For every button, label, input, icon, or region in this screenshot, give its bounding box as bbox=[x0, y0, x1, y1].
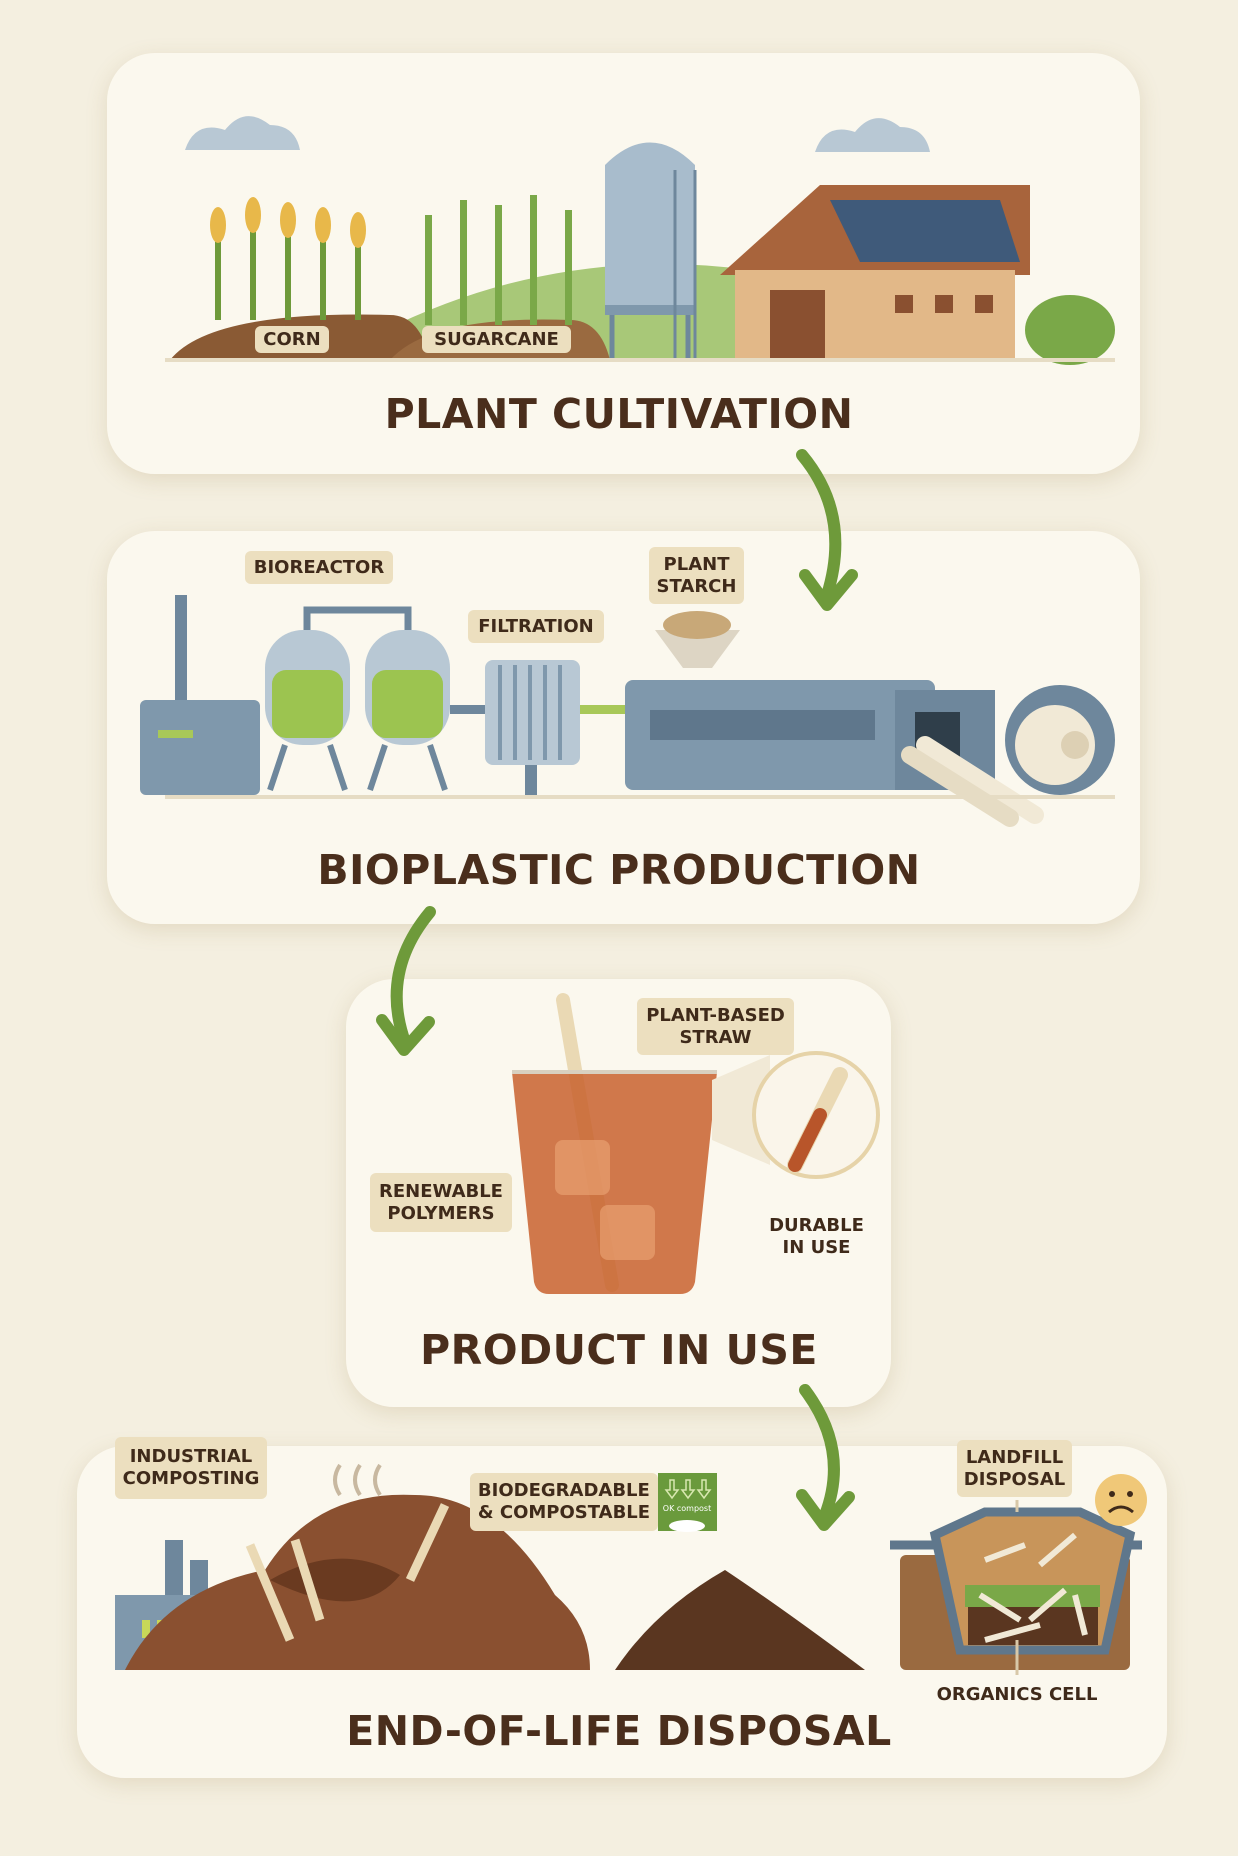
stage-title: BIOPLASTIC PRODUCTION bbox=[317, 846, 921, 894]
label-plant-starch: PLANT STARCH bbox=[649, 547, 744, 604]
label-sugarcane: SUGARCANE bbox=[422, 326, 571, 353]
sugarcane-plants-icon bbox=[425, 195, 572, 325]
label-bioreactor: BIOREACTOR bbox=[245, 551, 393, 584]
label-corn: CORN bbox=[255, 326, 329, 353]
ok-compost-badge-icon: OK compost bbox=[658, 1473, 717, 1532]
extruder-machine-icon bbox=[625, 611, 1115, 827]
flow-arrows bbox=[376, 449, 858, 1531]
stage-title: PLANT CULTIVATION bbox=[384, 390, 854, 438]
arrow-head-icon bbox=[799, 569, 858, 611]
label-landfill-disposal: LANDFILL DISPOSAL bbox=[957, 1440, 1072, 1497]
compost-soil-pile-icon bbox=[615, 1570, 865, 1670]
composting-scene bbox=[115, 1463, 865, 1670]
stage-title: END-OF-LIFE DISPOSAL bbox=[346, 1707, 892, 1755]
landfill-cell-icon bbox=[890, 1500, 1142, 1675]
drink-glass-with-straw-icon bbox=[512, 993, 717, 1294]
arrow-icon bbox=[799, 1384, 840, 1521]
arrow-head-icon bbox=[376, 1014, 435, 1056]
straw-closeup-icon bbox=[712, 1051, 880, 1179]
barn-with-solar-panels-icon bbox=[720, 185, 1115, 365]
svg-text:OK compost: OK compost bbox=[663, 1504, 711, 1513]
corn-plants-icon bbox=[210, 197, 366, 320]
label-biodegradable-compostable: BIODEGRADABLE & COMPOSTABLE bbox=[470, 1473, 658, 1531]
sad-face-icon bbox=[1095, 1474, 1147, 1526]
label-organics-cell: ORGANICS CELL bbox=[936, 1684, 1098, 1705]
label-industrial-composting: INDUSTRIAL COMPOSTING bbox=[115, 1437, 267, 1499]
filtration-unit-icon bbox=[450, 660, 625, 795]
label-renewable-polymers: RENEWABLE POLYMERS bbox=[370, 1173, 512, 1232]
label-filtration: FILTRATION bbox=[468, 610, 604, 643]
label-durable-in-use: DURABLE IN USE bbox=[769, 1215, 864, 1258]
silo-icon bbox=[605, 142, 697, 358]
arrow-head-icon bbox=[796, 1489, 855, 1531]
arrow-icon bbox=[796, 449, 842, 601]
arrow-icon bbox=[390, 906, 436, 1048]
bioreactor-tanks-icon bbox=[265, 606, 450, 791]
factory-scene bbox=[140, 595, 1115, 827]
stage-title: PRODUCT IN USE bbox=[420, 1326, 818, 1374]
label-plant-based-straw: PLANT-BASED STRAW bbox=[637, 998, 794, 1055]
